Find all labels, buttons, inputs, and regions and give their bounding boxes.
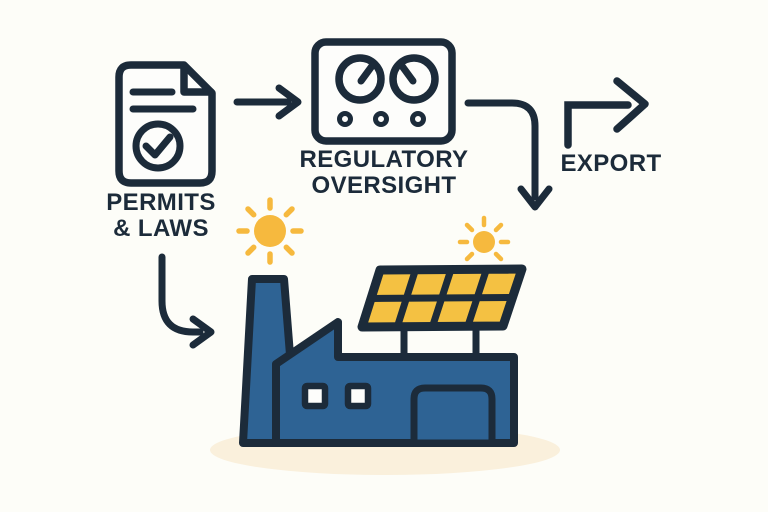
gauge-needle xyxy=(357,62,376,85)
export-label: EXPORT xyxy=(560,150,662,177)
gauge-panel-icon xyxy=(311,38,456,145)
sun-icon xyxy=(236,197,304,265)
factory-door xyxy=(410,384,496,447)
factory-window xyxy=(301,382,329,410)
check-circle xyxy=(132,120,184,172)
elbow-arrow-right-icon xyxy=(564,77,649,149)
arrow-right-icon xyxy=(233,84,302,120)
gauge-dial xyxy=(389,54,439,104)
gauge-dial xyxy=(335,54,385,104)
document-check-icon xyxy=(115,61,216,187)
knob-dot xyxy=(337,111,353,127)
knob-dot xyxy=(373,111,389,127)
knob-dot xyxy=(410,111,426,127)
gauge-needle xyxy=(398,62,417,85)
sun-icon xyxy=(457,215,511,262)
checkmark xyxy=(142,133,174,159)
page-fold xyxy=(180,62,215,96)
solar-factory-icon xyxy=(239,264,527,447)
curved-arrow-right-icon xyxy=(158,253,215,349)
permits-laws-label: PERMITS & LAWS xyxy=(106,189,216,242)
regulatory-oversight-label: REGULATORY OVERSIGHT xyxy=(299,146,469,199)
curved-arrow-down-icon xyxy=(464,99,553,211)
solar-panel-array xyxy=(357,264,527,332)
factory-window xyxy=(344,382,372,410)
